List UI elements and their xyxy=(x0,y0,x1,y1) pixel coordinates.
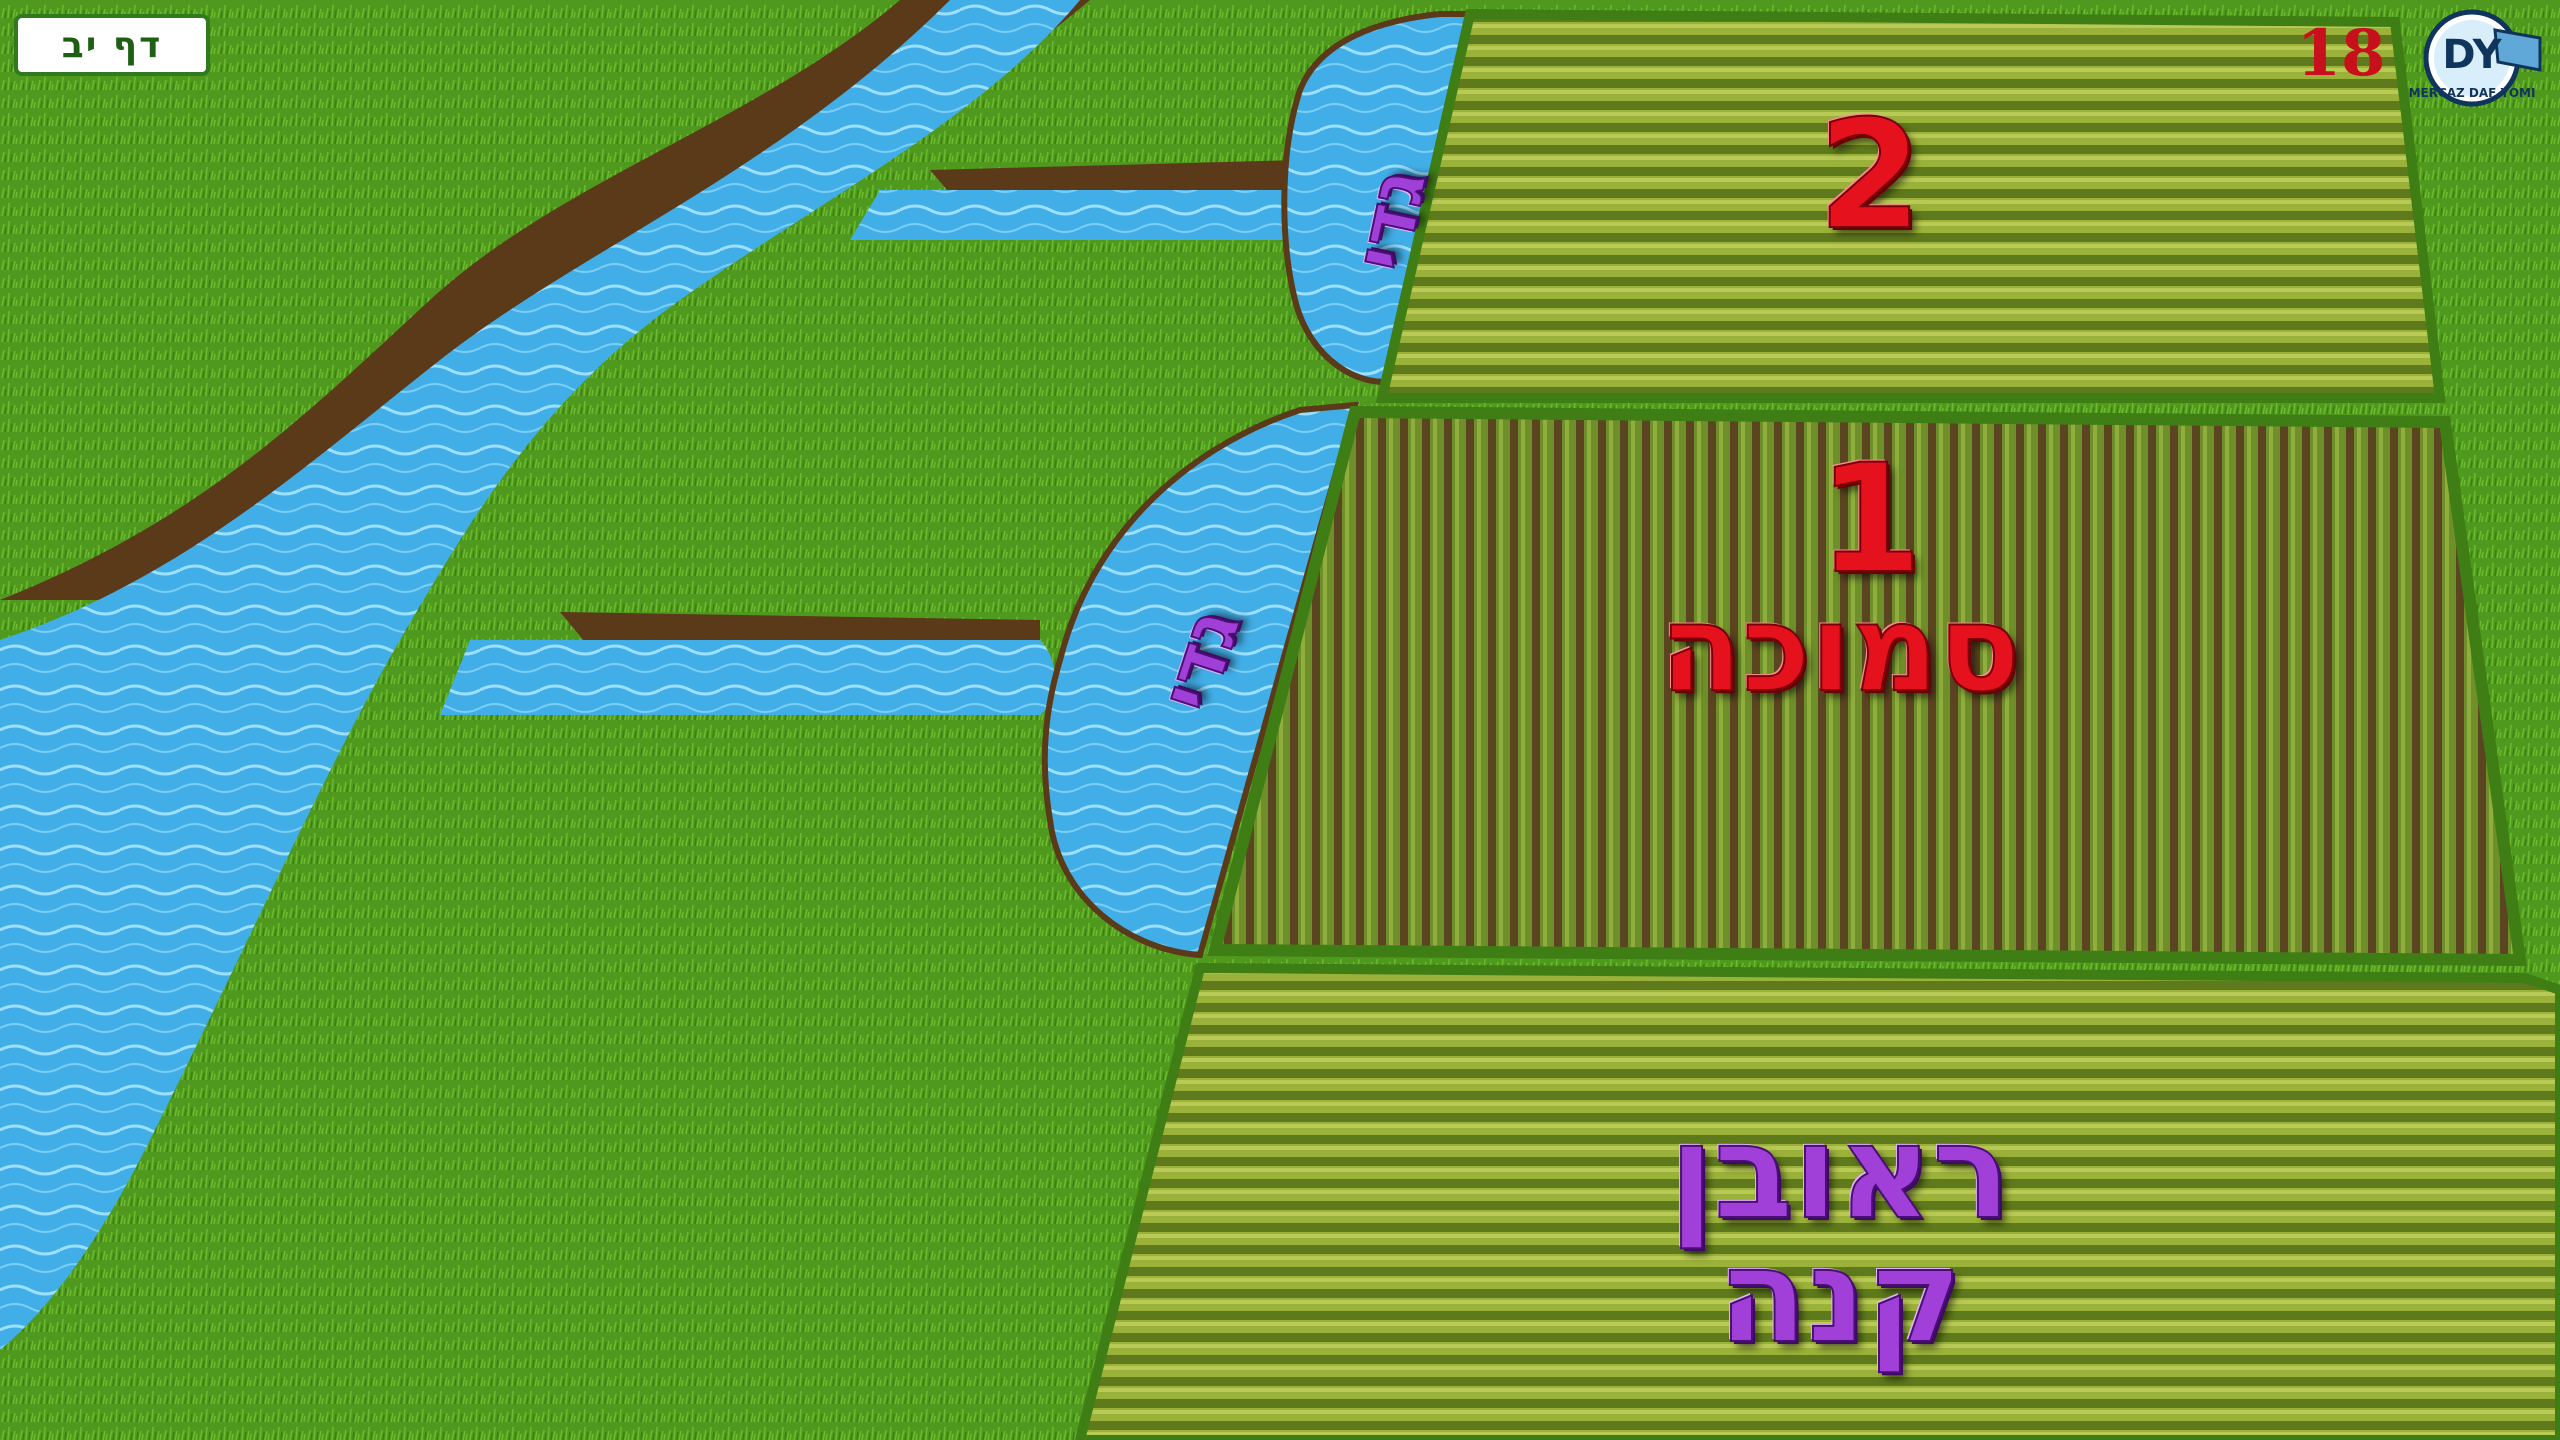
bottom-field-title: ראובן קנה xyxy=(1600,1096,2080,1372)
middle-pool xyxy=(1041,401,1360,959)
field-1-title: סמוכה xyxy=(1659,579,2021,720)
bottom-field-line-1: ראובן xyxy=(1668,1096,2011,1248)
logo-letters: DY xyxy=(2442,32,2502,78)
field-1-label: 1 xyxy=(1817,433,1923,607)
field-bottom xyxy=(1074,962,2560,1440)
river xyxy=(0,0,1080,1350)
logo: DY xyxy=(2392,10,2552,120)
top-pool xyxy=(1281,11,1474,385)
middle-channel xyxy=(440,640,1055,715)
field-1 xyxy=(1207,405,2527,967)
logo-subtitle: MERCAZ DAF YOMI xyxy=(2408,86,2536,100)
field-2 xyxy=(1375,8,2446,403)
field-2-label: 2 xyxy=(1817,89,1923,263)
logo-badge-icon xyxy=(2423,9,2542,107)
upper-channel xyxy=(850,190,1308,240)
bottom-field-line-2: קנה xyxy=(1717,1220,1963,1372)
page-badge: דף יב xyxy=(14,14,210,76)
slide-number: 18 xyxy=(2296,16,2386,91)
